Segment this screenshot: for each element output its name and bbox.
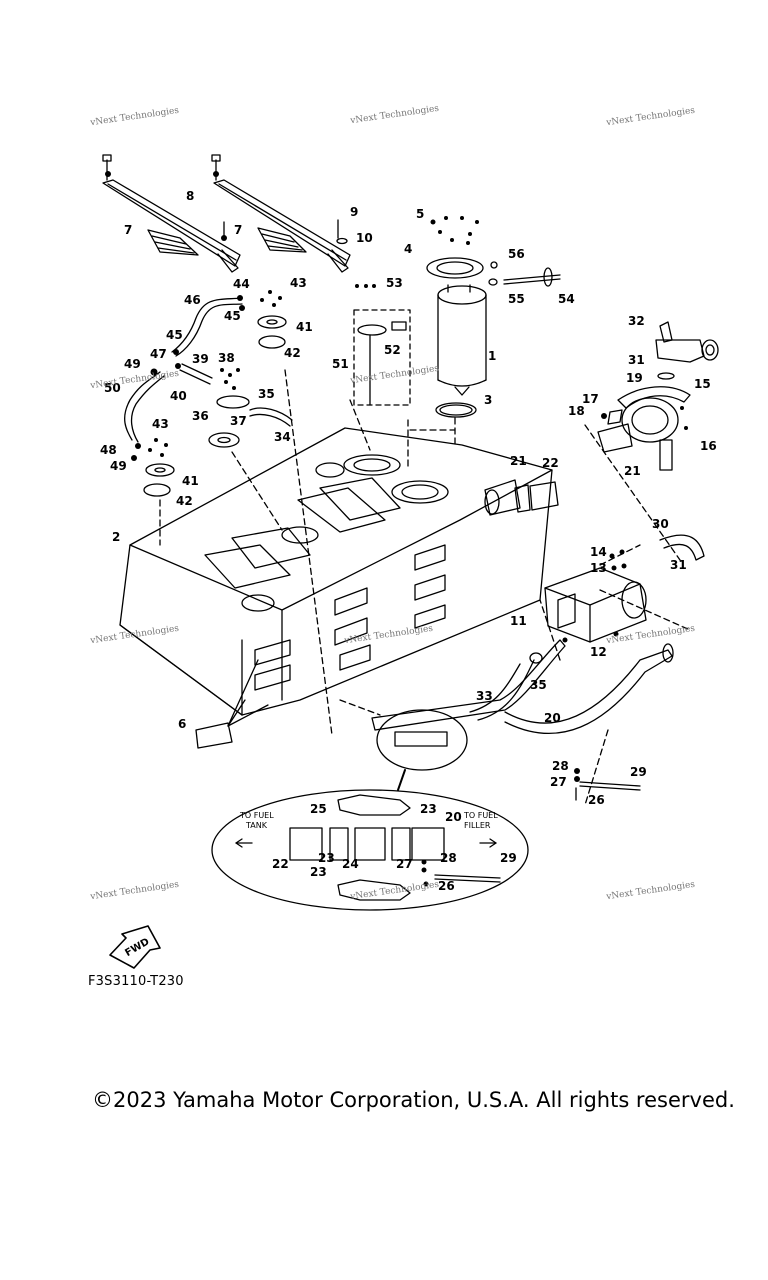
callout: 23 [420, 802, 437, 816]
callout: 14 [590, 545, 607, 559]
callout: 38 [218, 351, 235, 365]
callout: 45 [224, 309, 241, 323]
callout: 19 [626, 371, 643, 385]
callout: 51 [332, 357, 349, 371]
callout: 23 [310, 865, 327, 879]
callout: 52 [384, 343, 401, 357]
callout: 50 [104, 381, 121, 395]
callout: 25 [310, 802, 327, 816]
strap-right [211, 154, 351, 273]
to-fuel-tank-label-2: TANK [245, 821, 268, 830]
callout: 43 [152, 417, 169, 431]
callout: 55 [508, 292, 525, 306]
callout: 41 [182, 474, 199, 488]
callout: 1 [488, 349, 496, 363]
callout: 31 [670, 558, 687, 572]
callout: 5 [416, 207, 424, 221]
callout: 44 [233, 277, 250, 291]
callout: 22 [542, 456, 559, 470]
callout: 11 [510, 614, 527, 628]
copyright-notice: ©2023 Yamaha Motor Corporation, U.S.A. A… [92, 1088, 735, 1112]
callout: 43 [290, 276, 307, 290]
to-fuel-filler-label-2: FILLER [464, 821, 491, 830]
callout: 6 [178, 717, 186, 731]
callout: 27 [396, 857, 413, 871]
canister [544, 567, 647, 643]
fwd-arrow-label: FWD [123, 936, 151, 959]
callout: 42 [284, 346, 301, 360]
callout: 31 [628, 353, 645, 367]
callout: 28 [440, 851, 457, 865]
fuel-tank-exploded-view: 1 2 3 4 5 6 7 7 8 9 10 11 12 13 14 15 16… [100, 154, 719, 969]
fuel-pump [437, 284, 487, 396]
callout: 45 [166, 328, 183, 342]
inset-border [211, 789, 529, 911]
callout: 12 [590, 645, 607, 659]
callout: 21 [510, 454, 527, 468]
callout: 35 [530, 678, 547, 692]
callout: 34 [274, 430, 291, 444]
callout: 47 [150, 347, 167, 361]
strap-left [102, 154, 241, 273]
callout: 13 [590, 561, 607, 575]
callout: 32 [628, 314, 645, 328]
callout: 37 [230, 414, 247, 428]
callout: 16 [700, 439, 717, 453]
callout: 49 [124, 357, 141, 371]
callout: 15 [694, 377, 711, 391]
inset-callouts: 25 23 20 22 23 24 23 27 28 29 26 [272, 802, 517, 893]
callout: 46 [184, 293, 201, 307]
callout: 41 [296, 320, 313, 334]
callout: 56 [508, 247, 525, 261]
callout: 20 [544, 711, 561, 725]
callout: 10 [356, 231, 373, 245]
callout: 29 [500, 851, 517, 865]
callout: 21 [624, 464, 641, 478]
to-fuel-filler-label: TO FUEL [463, 811, 498, 820]
pad-right [257, 227, 307, 253]
callout: 17 [582, 392, 599, 406]
callout: 35 [258, 387, 275, 401]
callout: 28 [552, 759, 569, 773]
callout: 4 [404, 242, 412, 256]
callout: 24 [342, 857, 359, 871]
callout: 23 [318, 851, 335, 865]
callout: 20 [445, 810, 462, 824]
callout: 54 [558, 292, 575, 306]
callout: 49 [110, 459, 127, 473]
callout: 7 [234, 223, 242, 237]
callout: 48 [100, 443, 117, 457]
parts-diagram: 1 2 3 4 5 6 7 7 8 9 10 11 12 13 14 15 16… [100, 154, 719, 969]
to-fuel-tank-label: TO FUEL [239, 811, 274, 820]
fuel-tank [119, 427, 553, 716]
callout: 9 [350, 205, 358, 219]
inset-direction-labels: TO FUEL TANK TO FUEL FILLER [239, 811, 498, 830]
callout: 2 [112, 530, 120, 544]
callout: 8 [186, 189, 194, 203]
callout: 39 [192, 352, 209, 366]
pad-left [147, 229, 199, 256]
callout: 29 [630, 765, 647, 779]
callout: 22 [272, 857, 289, 871]
callout: 18 [568, 404, 585, 418]
callout: 53 [386, 276, 403, 290]
callout: 26 [438, 879, 455, 893]
callout: 42 [176, 494, 193, 508]
callout-labels: 1 2 3 4 5 6 7 7 8 9 10 11 12 13 14 15 16… [100, 189, 717, 807]
diagram-code: F3S3110-T230 [88, 974, 184, 989]
callout: 7 [124, 223, 132, 237]
callout: 26 [588, 793, 605, 807]
callout: 3 [484, 393, 492, 407]
callout: 30 [652, 517, 669, 531]
inset-parts [289, 794, 501, 901]
callout: 40 [170, 389, 187, 403]
callout: 36 [192, 409, 209, 423]
callout: 33 [476, 689, 493, 703]
callout: 27 [550, 775, 567, 789]
